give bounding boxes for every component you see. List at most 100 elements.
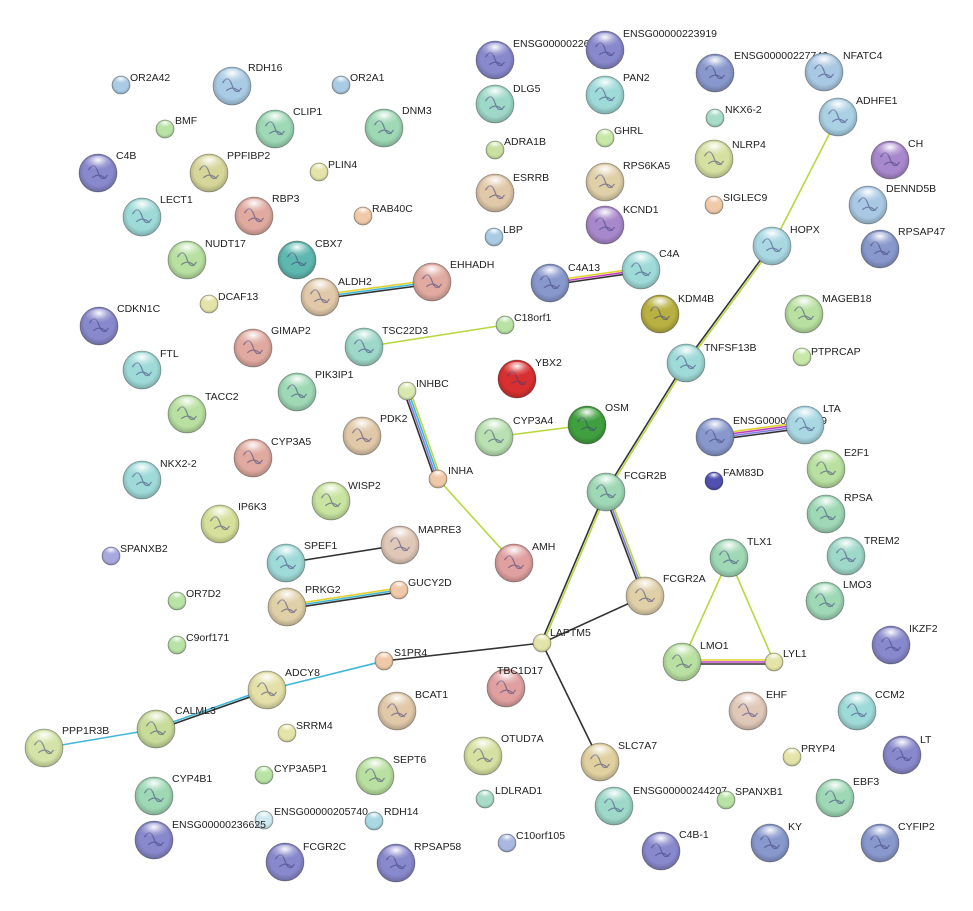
node-FCGR2A[interactable]: FCGR2A <box>625 573 706 616</box>
node-NFATC4[interactable]: NFATC4 <box>804 50 883 92</box>
node-PTPRCAP[interactable]: PTPRCAP <box>792 346 861 367</box>
node-ADRA1B[interactable]: ADRA1B <box>485 136 546 160</box>
node-DENND5B[interactable]: DENND5B <box>848 183 936 225</box>
node-PDK2[interactable]: PDK2 <box>342 413 408 456</box>
node-TLX1[interactable]: TLX1 <box>709 536 772 578</box>
node-RPSA[interactable]: RPSA <box>806 492 873 534</box>
node-TACC2[interactable]: TACC2 <box>167 391 239 434</box>
node-TNFSF13B[interactable]: TNFSF13B <box>666 342 757 383</box>
node-LTA[interactable]: LTA <box>785 403 841 445</box>
node-CYP3A4[interactable]: CYP3A4 <box>474 415 553 457</box>
node-CBX7[interactable]: CBX7 <box>277 238 343 280</box>
node-NLRP4[interactable]: NLRP4 <box>694 139 766 179</box>
node-SLC7A7[interactable]: SLC7A7 <box>580 740 657 782</box>
node-CLIP1[interactable]: CLIP1 <box>255 106 322 149</box>
node-NKX6-2[interactable]: NKX6-2 <box>705 104 762 128</box>
node-LT[interactable]: LT <box>882 734 932 775</box>
node-HOPX[interactable]: HOPX <box>752 224 820 266</box>
node-LBP[interactable]: LBP <box>484 224 523 247</box>
node-GUCY2D[interactable]: GUCY2D <box>389 577 452 600</box>
node-MAGEB18[interactable]: MAGEB18 <box>784 293 872 334</box>
node-MAPRE3[interactable]: MAPRE3 <box>380 524 461 565</box>
node-ADHFE1[interactable]: ADHFE1 <box>818 95 898 137</box>
node-OR2A42[interactable]: OR2A42 <box>111 72 170 95</box>
node-SPEF1[interactable]: SPEF1 <box>266 540 337 583</box>
node-YBX2[interactable]: YBX2 <box>497 357 562 399</box>
node-CYP3A5[interactable]: CYP3A5 <box>233 436 311 478</box>
node-PRYP4[interactable]: PRYP4 <box>782 743 835 767</box>
node-C4A13[interactable]: C4A13 <box>530 262 600 303</box>
node-DCAF13[interactable]: DCAF13 <box>199 291 258 314</box>
node-BCAT1[interactable]: BCAT1 <box>377 689 448 731</box>
node-PPP1R3B[interactable]: PPP1R3B <box>24 725 109 768</box>
node-RPSAP58[interactable]: RPSAP58 <box>376 841 461 883</box>
node-LECT1[interactable]: LECT1 <box>122 194 193 237</box>
node-LAPTM5[interactable]: LAPTM5 <box>532 627 591 653</box>
node-CDKN1C[interactable]: CDKN1C <box>79 303 161 346</box>
node-NKX2-2[interactable]: NKX2-2 <box>122 458 197 500</box>
node-CYP3A5P1[interactable]: CYP3A5P1 <box>254 763 327 785</box>
node-SEPT6[interactable]: SEPT6 <box>355 754 426 796</box>
node-GIMAP2[interactable]: GIMAP2 <box>233 325 311 368</box>
node-PIK3IP1[interactable]: PIK3IP1 <box>277 369 354 412</box>
node-TREM2[interactable]: TREM2 <box>826 535 900 576</box>
node-CH[interactable]: CH <box>870 138 923 180</box>
node-EBF3[interactable]: EBF3 <box>815 776 879 818</box>
node-KY[interactable]: KY <box>750 821 802 863</box>
node-ENSG00000244207[interactable]: ENSG00000244207 <box>594 785 727 826</box>
node-ENSG00000226275[interactable]: ENSG00000226275 <box>475 38 607 80</box>
node-FCGR2C[interactable]: FCGR2C <box>265 841 347 882</box>
node-CYFIP2[interactable]: CYFIP2 <box>860 821 935 863</box>
node-DNM3[interactable]: DNM3 <box>364 105 432 148</box>
node-SRRM4[interactable]: SRRM4 <box>277 720 333 743</box>
node-C4A[interactable]: C4A <box>621 248 679 290</box>
node-ESRRB[interactable]: ESRRB <box>475 172 549 213</box>
node-SPANXB1[interactable]: SPANXB1 <box>716 786 783 810</box>
node-TSC22D3[interactable]: TSC22D3 <box>344 325 428 367</box>
node-BMF[interactable]: BMF <box>155 115 197 139</box>
node-RBP3[interactable]: RBP3 <box>234 193 300 236</box>
node-RAB40C[interactable]: RAB40C <box>353 203 413 226</box>
node-PPFIBP2[interactable]: PPFIBP2 <box>189 150 270 193</box>
node-FTL[interactable]: FTL <box>122 348 179 390</box>
node-ENSG00000223919[interactable]: ENSG00000223919 <box>585 28 717 70</box>
node-E2F1[interactable]: E2F1 <box>806 447 869 489</box>
node-PLIN4[interactable]: PLIN4 <box>309 159 357 182</box>
node-IKZF2[interactable]: IKZF2 <box>871 623 938 665</box>
node-C4B[interactable]: C4B <box>78 150 136 193</box>
node-OTUD7A[interactable]: OTUD7A <box>463 733 544 776</box>
node-OR2A1[interactable]: OR2A1 <box>331 72 385 95</box>
node-KDM4B[interactable]: KDM4B <box>640 293 714 334</box>
node-WISP2[interactable]: WISP2 <box>311 480 381 521</box>
node-INHA[interactable]: INHA <box>428 465 473 489</box>
node-C18orf1[interactable]: C18orf1 <box>495 312 552 335</box>
node-ALDH2[interactable]: ALDH2 <box>300 276 372 317</box>
node-PRKG2[interactable]: PRKG2 <box>267 584 341 627</box>
node-ENSG00000227746[interactable]: ENSG00000227746 <box>695 50 828 93</box>
node-OR7D2[interactable]: OR7D2 <box>167 588 221 611</box>
node-OSM[interactable]: OSM <box>567 402 629 445</box>
node-EHHADH[interactable]: EHHADH <box>412 259 494 302</box>
node-AMH[interactable]: AMH <box>494 541 555 583</box>
node-ENSG00000205740[interactable]: ENSG00000205740 <box>254 806 368 830</box>
node-C9orf171[interactable]: C9orf171 <box>167 632 229 655</box>
node-ADCY8[interactable]: ADCY8 <box>247 667 320 710</box>
node-LDLRAD1[interactable]: LDLRAD1 <box>475 785 542 809</box>
node-PAN2[interactable]: PAN2 <box>585 72 650 115</box>
node-FAM83D[interactable]: FAM83D <box>704 467 764 491</box>
node-RPS6KA5[interactable]: RPS6KA5 <box>585 160 670 202</box>
node-KCND1[interactable]: KCND1 <box>585 204 659 245</box>
node-LYL1[interactable]: LYL1 <box>764 648 807 672</box>
node-EHF[interactable]: EHF <box>728 689 787 731</box>
node-INHBC[interactable]: INHBC <box>397 378 449 401</box>
node-RDH14[interactable]: RDH14 <box>364 806 419 831</box>
node-RDH16[interactable]: RDH16 <box>212 62 283 106</box>
node-SPANXB2[interactable]: SPANXB2 <box>101 543 168 566</box>
node-GHRL[interactable]: GHRL <box>595 125 643 148</box>
node-RPSAP47[interactable]: RPSAP47 <box>860 226 945 269</box>
node-DLG5[interactable]: DLG5 <box>475 83 541 124</box>
node-C4B-1[interactable]: C4B-1 <box>641 829 709 871</box>
node-FCGR2B[interactable]: FCGR2B <box>586 470 667 512</box>
node-NUDT17[interactable]: NUDT17 <box>167 238 246 280</box>
node-LMO1[interactable]: LMO1 <box>662 640 729 682</box>
